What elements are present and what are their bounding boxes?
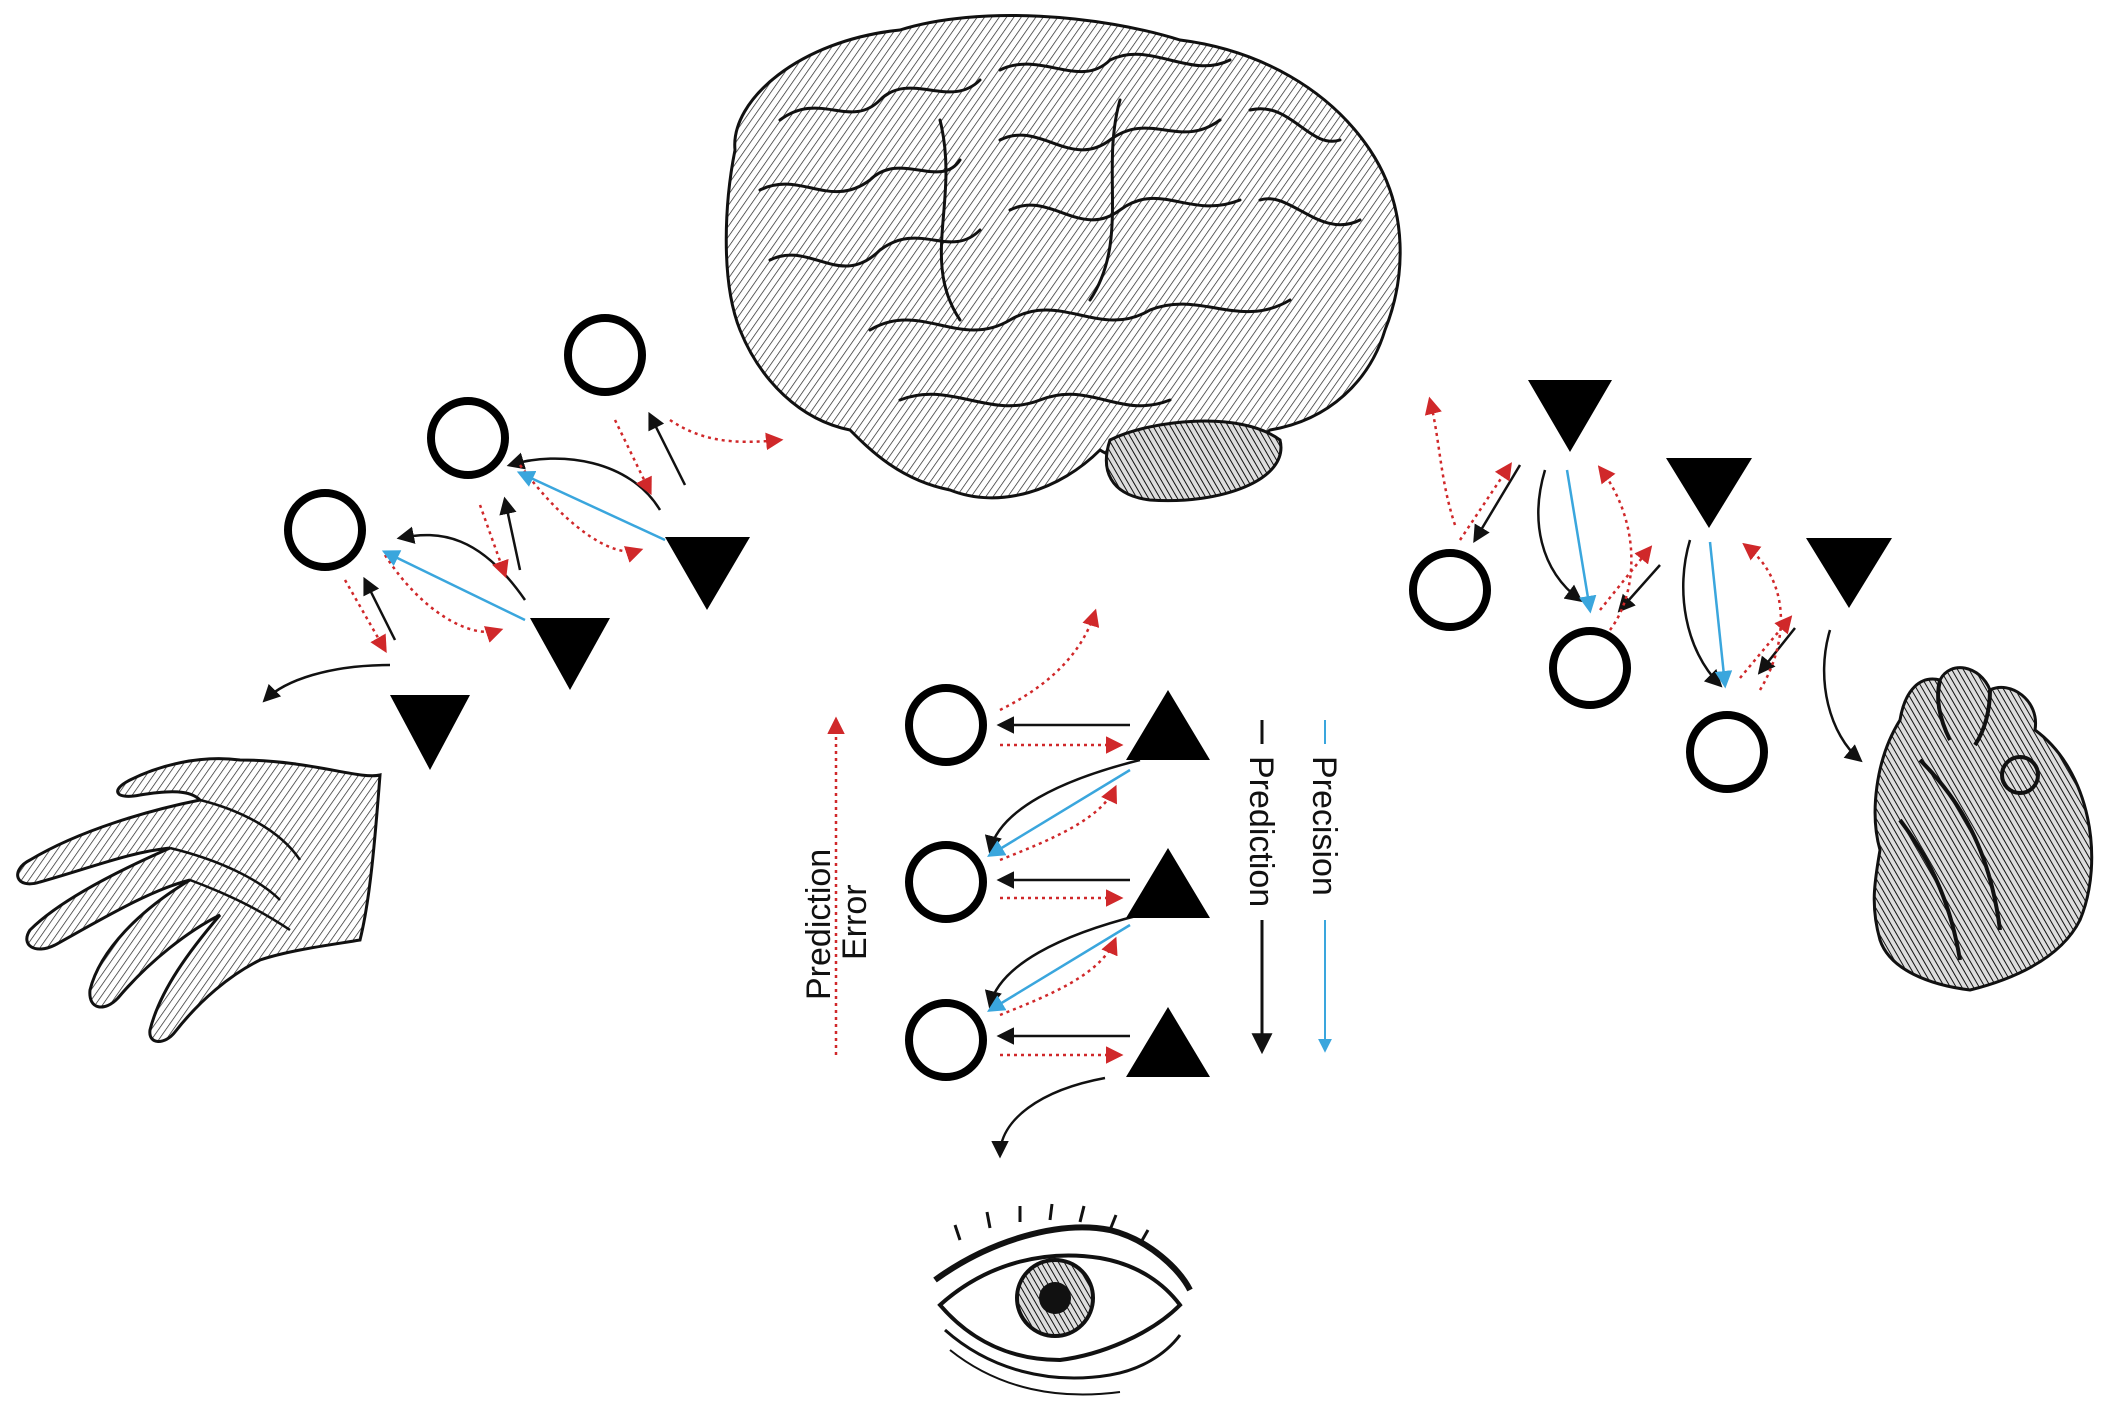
prediction-arrow	[1537, 469, 1583, 603]
legend-prediction-error-label: Prediction	[800, 849, 838, 1000]
error-unit	[1686, 711, 1768, 793]
legend-prediction-label: Prediction	[1242, 756, 1280, 907]
prediction-error-arrow	[518, 464, 644, 563]
prediction-unit	[390, 695, 470, 770]
prediction-error-arrow	[1597, 465, 1633, 631]
prediction-unit	[1126, 690, 1210, 760]
prediction-arrow	[1822, 629, 1863, 763]
prediction-arrow	[984, 758, 1141, 854]
prediction-arrow	[984, 913, 1141, 1009]
prediction-error-arrow	[478, 504, 509, 579]
error-unit	[905, 841, 987, 923]
prediction-error-arrow	[999, 608, 1100, 712]
brain-illustration	[724, 14, 1402, 503]
prediction-arrow	[396, 526, 527, 601]
prediction-unit	[1806, 538, 1892, 608]
error-unit	[905, 684, 987, 766]
prediction-error-arrow	[1742, 542, 1783, 691]
hand-illustration	[16, 757, 382, 1043]
exteroceptive-hierarchy	[905, 608, 1210, 1159]
prediction-arrow	[1682, 539, 1723, 688]
legend: Prediction Error Prediction Precision	[800, 716, 1343, 1055]
error-unit	[1549, 627, 1631, 709]
precision-arrow	[381, 550, 526, 622]
prediction-error-arrow	[999, 936, 1118, 1017]
prediction-unit	[1126, 848, 1210, 918]
precision-arrow	[987, 923, 1131, 1012]
prediction-unit	[1528, 380, 1612, 452]
interoceptive-hierarchy	[1409, 380, 1892, 793]
legend-prediction-error-label-2: Error	[836, 884, 874, 960]
precision-arrow	[1565, 469, 1597, 614]
prediction-arrow	[991, 1076, 1106, 1159]
prediction-arrow	[262, 663, 391, 703]
prediction-error-arrow	[1599, 545, 1653, 611]
prediction-arrow	[1617, 564, 1661, 613]
motor-hierarchy	[262, 314, 784, 770]
eye-illustration	[933, 1203, 1193, 1396]
prediction-arrow	[1473, 464, 1522, 544]
error-unit	[427, 397, 509, 479]
error-unit	[564, 314, 646, 396]
error-unit	[284, 489, 366, 571]
error-unit	[1409, 549, 1491, 631]
prediction-arrow	[363, 576, 397, 641]
heart-illustration	[1872, 666, 2094, 992]
prediction-error-arrow	[343, 579, 387, 654]
legend-precision-label: Precision	[1305, 756, 1343, 896]
precision-arrow	[987, 768, 1131, 857]
prediction-arrow	[648, 411, 687, 486]
error-unit	[905, 999, 987, 1081]
prediction-unit	[665, 537, 750, 610]
prediction-error-arrow	[999, 784, 1117, 862]
prediction-error-arrow	[669, 418, 784, 451]
prediction-unit	[530, 618, 610, 690]
prediction-error-arrow	[1424, 396, 1457, 526]
prediction-error-arrow	[383, 554, 504, 643]
prediction-error-arrow	[1458, 462, 1512, 541]
prediction-arrow	[499, 496, 522, 571]
precision-arrow	[516, 470, 666, 542]
prediction-error-arrow	[1739, 615, 1793, 679]
prediction-unit	[1126, 1007, 1210, 1077]
precision-arrow	[1708, 541, 1733, 689]
prediction-unit	[1666, 458, 1752, 528]
